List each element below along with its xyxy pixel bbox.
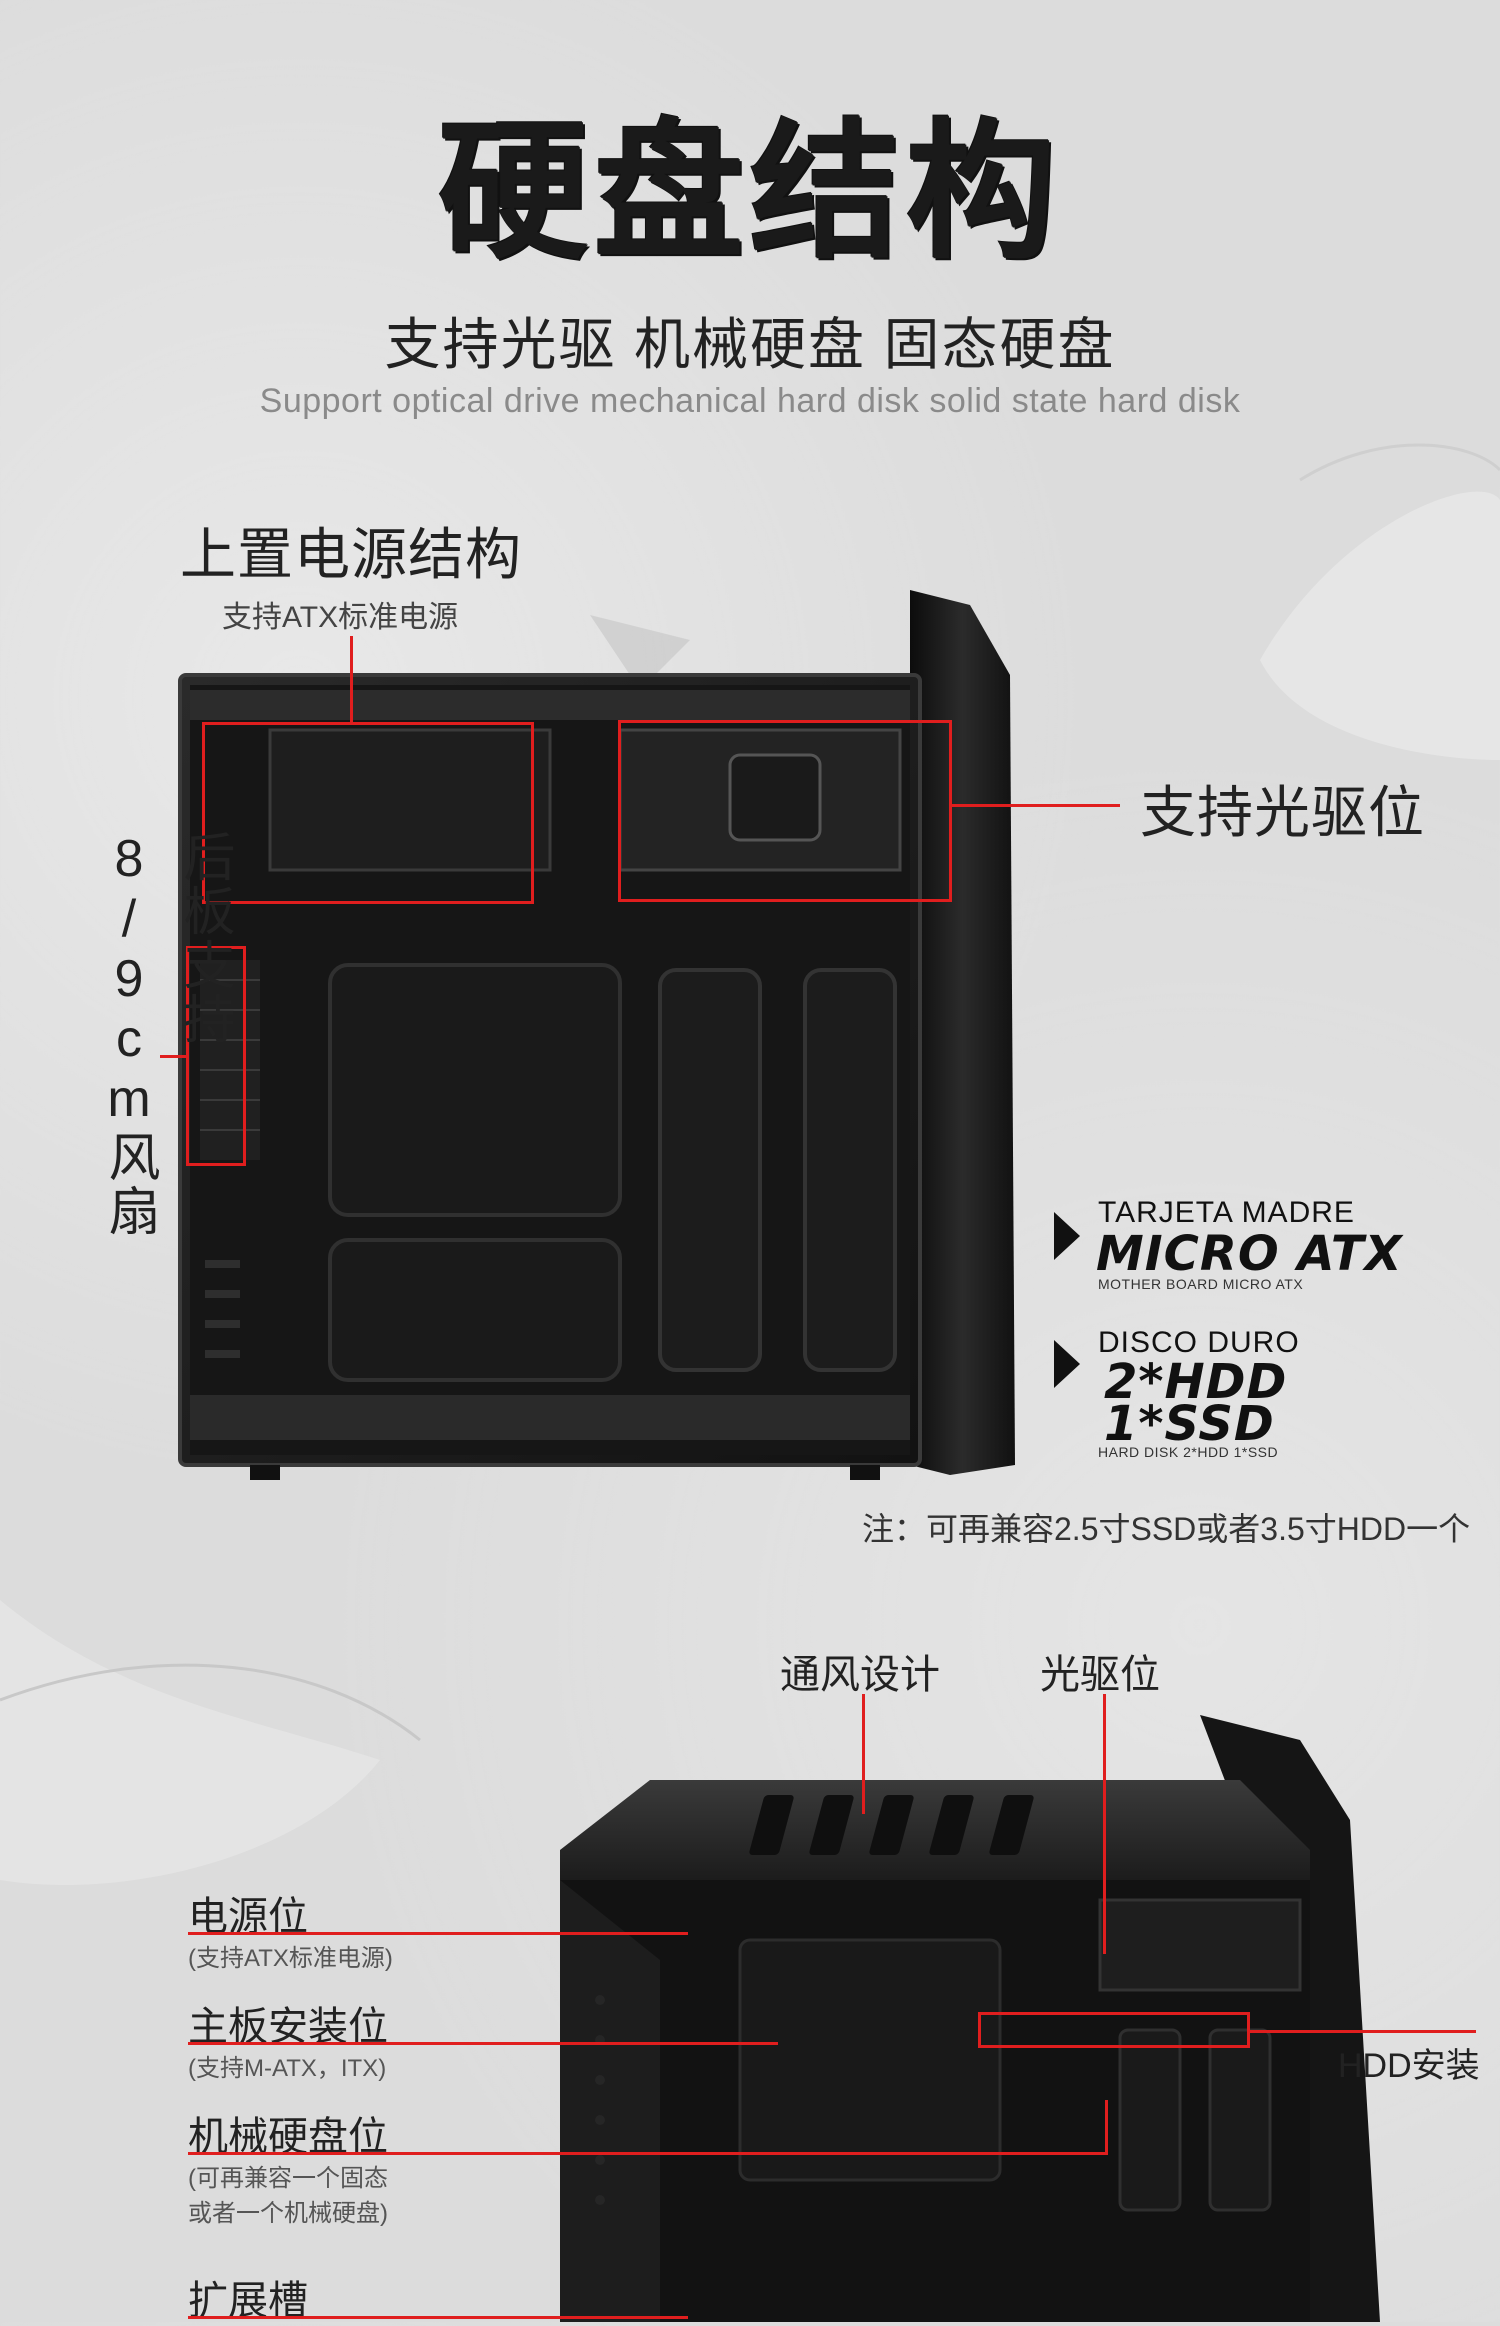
- page-subtitle-en: Support optical drive mechanical hard di…: [259, 382, 1241, 420]
- play-arrow-icon: [1054, 1340, 1080, 1388]
- psu-highlight-box: [202, 722, 534, 904]
- spec-disk-top: DISCO DURO: [1098, 1326, 1300, 1359]
- case-side-view-image: [178, 590, 1015, 1480]
- page-title: 硬盘结构: [437, 106, 1062, 280]
- spec-disk-hdd: 2*HDD: [1104, 1354, 1288, 1410]
- expansion-slot-label: 扩展槽: [188, 2279, 308, 2323]
- hdd-bay-sublabel: (可再兼容一个固态 或者一个机械硬盘): [188, 2165, 388, 2227]
- spec-motherboard-top: TARJETA MADRE: [1098, 1196, 1355, 1229]
- motherboard-bay-label: 主板安装位: [188, 2005, 388, 2049]
- fan-pointer-line: [160, 1055, 188, 1058]
- expansion-slot-pointer-line: [188, 2316, 688, 2319]
- odd-pointer-line: [952, 804, 1120, 807]
- page-subtitle: 支持光驱 机械硬盘 固态硬盘: [384, 313, 1116, 376]
- spec-disk-ssd: 1*SSD: [1104, 1396, 1275, 1452]
- psu-structure-label: 上置电源结构: [180, 523, 522, 586]
- motherboard-bay-sublabel: (支持M-ATX，ITX): [188, 2055, 387, 2082]
- vent-pointer-line: [862, 1694, 865, 1814]
- hdd-install-highlight-box: [978, 2012, 1250, 2048]
- spec-disk-tiny: HARD DISK 2*HDD 1*SSD: [1098, 1444, 1279, 1460]
- hdd-bay-label: 机械硬盘位: [188, 2115, 388, 2159]
- odd-bay-pointer-line: [1103, 1694, 1106, 1954]
- hdd-install-label: HDD安装: [1338, 2047, 1480, 2085]
- odd-bay-label: 光驱位: [1040, 1653, 1160, 1697]
- rear-fan-label: 后板支持8/9cm风扇: [100, 830, 233, 1238]
- case-angled-view-image: [560, 1715, 1380, 2322]
- odd-highlight-box: [618, 720, 952, 902]
- hdd-bay-pointer-vertical: [1105, 2100, 1108, 2154]
- compatibility-note: 注：可再兼容2.5寸SSD或者3.5寸HDD一个: [862, 1511, 1471, 1547]
- spec-motherboard-tiny: MOTHER BOARD MICRO ATX: [1098, 1276, 1304, 1292]
- odd-position-label: 支持光驱位: [1140, 781, 1425, 844]
- ventilation-label: 通风设计: [780, 1653, 940, 1697]
- spec-motherboard-main: MICRO ATX: [1096, 1226, 1403, 1282]
- psu-bay-label: 电源位: [188, 1895, 308, 1939]
- psu-bay-pointer-line: [188, 1932, 688, 1935]
- motherboard-bay-pointer-line: [188, 2042, 778, 2045]
- psu-pointer-line: [350, 636, 353, 724]
- play-arrow-icon: [1054, 1212, 1080, 1260]
- psu-structure-sublabel: 支持ATX标准电源: [222, 601, 459, 634]
- psu-bay-sublabel: (支持ATX标准电源): [188, 1945, 393, 1972]
- hdd-install-pointer-line: [1250, 2030, 1476, 2033]
- hdd-bay-pointer-line: [188, 2152, 1108, 2155]
